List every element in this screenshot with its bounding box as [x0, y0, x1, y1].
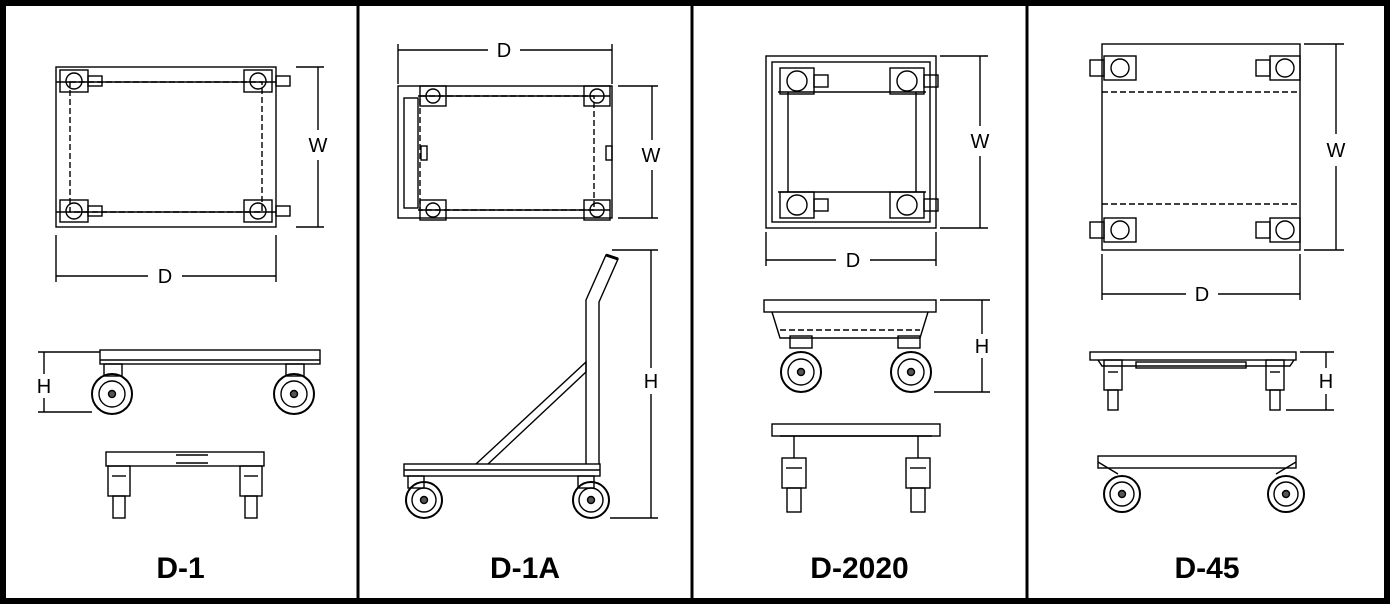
- wheel-icon: [405, 481, 443, 519]
- panel-d-2020: D-2020: [692, 0, 1027, 604]
- caster-icon: [583, 199, 611, 221]
- cart-drawing-d-2020: [763, 55, 990, 513]
- panel-d-1: D-1: [3, 0, 358, 604]
- end-view: [105, 451, 265, 519]
- side-view: [403, 253, 619, 519]
- top-view: [397, 85, 613, 221]
- caster-icon: [1255, 55, 1301, 81]
- model-name: D-45: [1174, 552, 1240, 585]
- top-view: [1089, 43, 1301, 251]
- wheel-icon: [91, 373, 133, 415]
- depth-dimension: [55, 235, 277, 282]
- depth-label: D: [1195, 284, 1209, 306]
- wheel-icon: [572, 481, 610, 519]
- top-view: [765, 55, 939, 229]
- model-name: D-2020: [810, 552, 909, 585]
- height-dimension: [38, 351, 100, 413]
- caster-icon: [1089, 217, 1137, 243]
- side-view: [91, 349, 321, 415]
- width-dimension: [296, 66, 324, 228]
- wheel-icon: [780, 351, 822, 393]
- caster-icon: [59, 199, 103, 223]
- width-label: W: [309, 135, 328, 157]
- height-label: H: [644, 371, 658, 393]
- panel-d-45: D-45: [1027, 0, 1387, 604]
- depth-dimension: [765, 232, 937, 266]
- caster-icon: [419, 199, 447, 221]
- height-label: H: [1319, 371, 1333, 393]
- height-dimension: [934, 299, 990, 393]
- caster-icon: [419, 85, 447, 107]
- caster-icon: [583, 85, 611, 107]
- caster-icon: [1089, 55, 1137, 81]
- height-dimension: [610, 249, 658, 519]
- depth-dimension: [397, 44, 613, 84]
- height-label: H: [975, 336, 989, 358]
- model-name: D-1A: [489, 552, 560, 585]
- end-view: [771, 423, 941, 513]
- caster-icon: [889, 67, 939, 95]
- cart-drawing-d-45: [1089, 43, 1344, 513]
- width-label: W: [642, 145, 661, 167]
- caster-icon: [779, 191, 829, 219]
- height-label: H: [37, 376, 51, 398]
- cart-drawing-d-1a: [397, 44, 658, 519]
- depth-dimension: [1101, 254, 1301, 300]
- caster-icon: [243, 199, 291, 223]
- width-label: W: [1327, 140, 1346, 162]
- caster-icon: [59, 69, 103, 93]
- end-view: [1097, 455, 1305, 513]
- wheel-icon: [1267, 475, 1305, 513]
- wheel-icon: [273, 373, 315, 415]
- side-view: [1089, 351, 1297, 411]
- depth-label: D: [497, 40, 511, 62]
- width-dimension: [618, 85, 658, 219]
- depth-label: D: [158, 266, 172, 288]
- cart-drawing-d-1: [38, 66, 324, 519]
- width-dimension: [940, 55, 988, 229]
- caster-icon: [243, 69, 291, 93]
- caster-icon: [889, 191, 939, 219]
- width-label: W: [971, 131, 990, 153]
- caster-icon: [779, 67, 829, 95]
- model-name: D-1: [156, 552, 205, 585]
- wheel-icon: [1103, 475, 1141, 513]
- height-dimension: [1286, 351, 1334, 411]
- depth-label: D: [846, 250, 860, 272]
- caster-icon: [1255, 217, 1301, 243]
- side-view: [763, 299, 937, 393]
- width-dimension: [1304, 43, 1344, 251]
- wheel-icon: [890, 351, 932, 393]
- top-view: [55, 66, 291, 228]
- panel-d-1a: D-1A: [358, 0, 692, 604]
